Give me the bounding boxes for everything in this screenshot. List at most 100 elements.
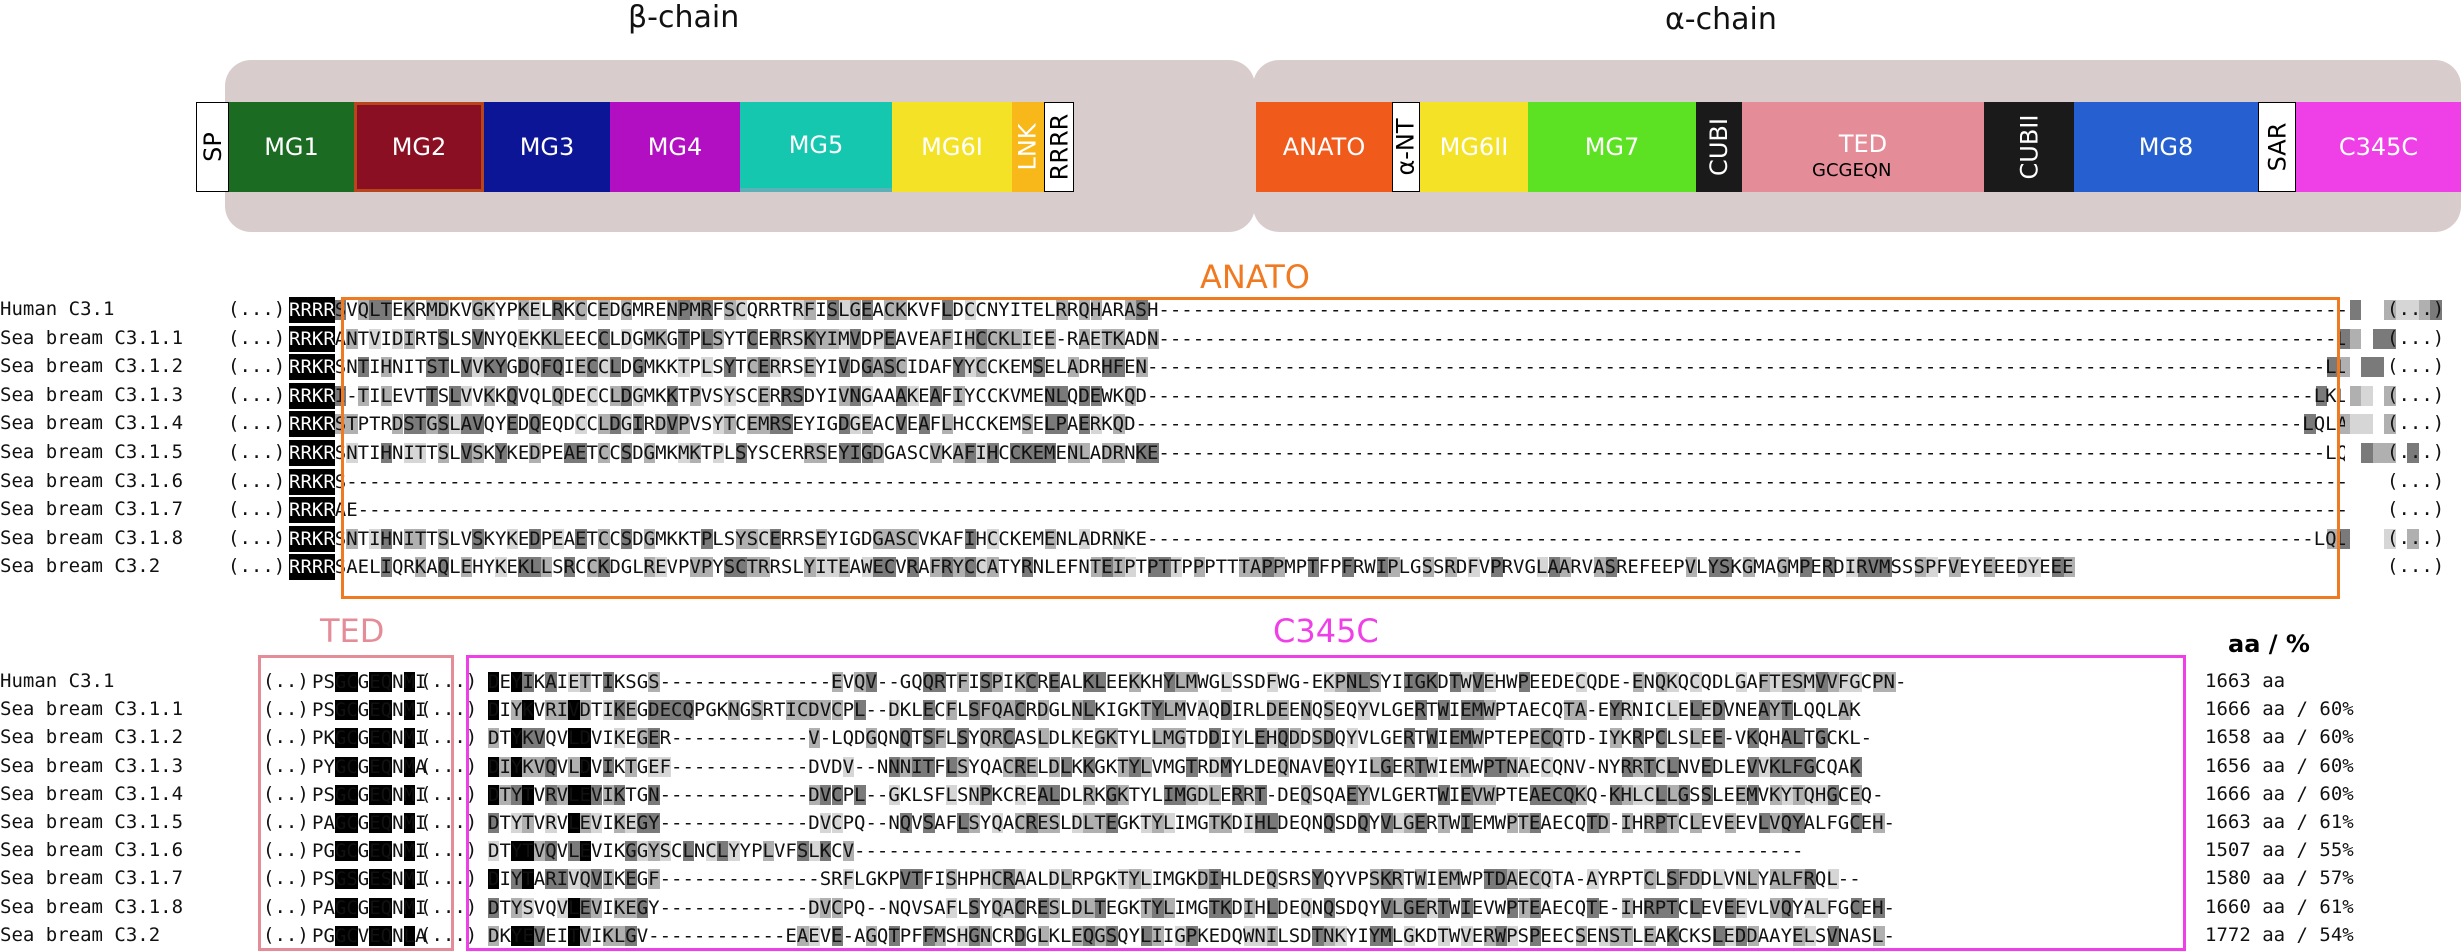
anato-shade <box>827 328 839 349</box>
c345c-shade <box>1529 813 1542 833</box>
anato-shade <box>735 443 747 463</box>
ted-conserved-shade <box>369 756 381 777</box>
c345c-shade <box>488 813 500 833</box>
anato-shade <box>781 328 793 349</box>
c345c-conserved-shade <box>510 672 523 692</box>
c345c-shade <box>751 700 763 721</box>
anato-shade <box>2338 357 2350 378</box>
c345c-shade <box>1140 700 1153 721</box>
c345c-sequence-row: DTYTVRVLEVIKEGY-------------DVCPQ--NQVSA… <box>488 812 1895 834</box>
c345c-shade <box>1541 756 1553 777</box>
anato-shade <box>1044 414 1057 435</box>
anato-shade <box>827 300 839 320</box>
c345c-shade <box>831 700 843 721</box>
ted-conserved-shade <box>346 925 358 946</box>
c345c-shade <box>923 925 935 946</box>
c345c-shade <box>1770 784 1782 805</box>
c345c-shade <box>1736 672 1748 692</box>
c345c-shade <box>648 672 660 692</box>
anato-shade <box>976 357 988 378</box>
c345c-shade <box>636 728 649 749</box>
anato-shade <box>747 328 759 349</box>
anato-shade <box>621 300 633 320</box>
ellipsis: (...) <box>2387 441 2445 463</box>
anato-shade <box>964 357 976 378</box>
c345c-shade <box>1392 869 1404 890</box>
c345c-shade <box>1300 700 1313 721</box>
c345c-shade <box>865 925 878 946</box>
ellipsis: (...) <box>228 383 286 406</box>
c345c-shade <box>1449 728 1462 749</box>
c345c-shade <box>1094 925 1107 946</box>
anato-shade <box>1101 557 1114 578</box>
anato-shade <box>701 328 713 349</box>
anato-shade <box>895 385 908 406</box>
c345c-shade <box>1369 869 1382 890</box>
anato-shade <box>449 414 461 435</box>
aa-length-identity: 1666 aa / 60% <box>2205 698 2354 721</box>
anato-shade <box>918 414 931 435</box>
c345c-shade <box>545 841 557 862</box>
c345c-shade <box>682 841 695 862</box>
ellipsis: (...) <box>228 355 286 378</box>
c345c-shade <box>1037 700 1050 721</box>
c345c-shade <box>1049 784 1061 805</box>
domain-label: LNK <box>1014 123 1042 171</box>
anato-shade <box>655 328 667 349</box>
c345c-shade <box>556 897 569 918</box>
c345c-shade <box>1426 756 1439 777</box>
c345c-shade <box>1415 897 1427 918</box>
c345c-shade <box>1049 813 1061 833</box>
c345c-shade <box>1255 728 1267 749</box>
ellipsis: (..) <box>263 923 309 946</box>
anato-shade <box>632 357 644 378</box>
c345c-shade <box>1163 897 1175 918</box>
ted-conserved-shade <box>403 897 416 918</box>
anato-shade <box>850 414 862 435</box>
c345c-shade <box>1083 897 1095 918</box>
anato-sequence-row: STPTRDSTGSLAVQYEDQEQDCCLDGIRDVPVSYTCEMRS… <box>334 413 2345 436</box>
ted-conserved-shade <box>334 728 347 749</box>
c345c-shade <box>579 700 592 721</box>
c345c-shade <box>1003 869 1015 890</box>
c345c-shade <box>1392 897 1404 918</box>
c345c-shade <box>1106 784 1118 805</box>
c345c-shade <box>591 784 603 805</box>
ellipsis: (...) <box>420 754 478 777</box>
c345c-conserved-shade <box>522 700 534 721</box>
c345c-conserved-shade <box>568 728 580 749</box>
c345c-shade <box>545 813 557 833</box>
anato-shade <box>506 528 518 549</box>
anato-shade <box>2407 443 2419 463</box>
ted-species-label: Human C3.1 <box>0 670 115 692</box>
c345c-shade <box>1804 756 1817 777</box>
c345c-shade <box>671 700 683 721</box>
anato-shade <box>724 385 736 406</box>
anato-shade <box>552 357 564 378</box>
c345c-shade <box>1724 925 1737 946</box>
c345c-conserved-shade <box>522 925 534 946</box>
c345c-shade <box>1358 700 1370 721</box>
c345c-shade <box>831 813 843 833</box>
c345c-shade <box>1610 925 1622 946</box>
c345c-shade <box>1587 869 1599 890</box>
c345c-shade <box>1209 869 1221 890</box>
anato-shade <box>1170 557 1183 578</box>
c345c-shade <box>1404 756 1416 777</box>
c345c-shade <box>1392 813 1404 833</box>
c345c-shade <box>1793 813 1805 833</box>
c345c-shade <box>946 756 958 777</box>
c345c-conserved-shade <box>510 841 523 862</box>
anato-shade <box>357 300 370 320</box>
anato-sequence-row: SVQLTEKRMDKVGKYPKELRKCCEDGMRENPMRFSCQRRT… <box>334 299 2345 321</box>
ted-conserved-shade <box>369 841 381 862</box>
anato-shade <box>2063 557 2076 578</box>
anato-shade <box>1079 414 1091 435</box>
c345c-conserved-shade <box>522 784 534 805</box>
anato-shade <box>964 300 976 320</box>
anato-shade <box>621 528 633 549</box>
c345c-shade <box>1598 813 1611 833</box>
anato-shade <box>632 414 644 435</box>
anato-shade <box>930 443 942 463</box>
c345c-sequence-row: DTYTVQVLEVIKGGYSCLNCLYYPLVFSLKCV--------… <box>488 840 1804 863</box>
